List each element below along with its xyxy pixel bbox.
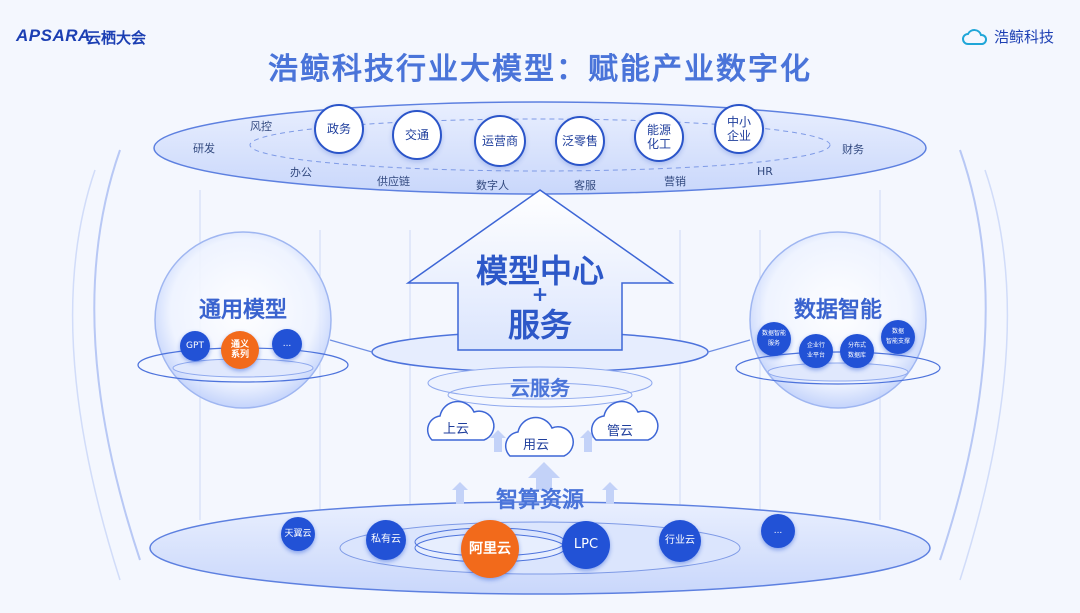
general-model-gpt: GPT bbox=[180, 331, 210, 361]
infra-industry-cloud: 行业云 bbox=[659, 520, 701, 562]
cloud-management-label: 管云 bbox=[606, 424, 633, 439]
industry-transportation: 交通 bbox=[392, 110, 442, 160]
data-intelligence-title: 数据智能 bbox=[793, 298, 882, 323]
service-label: 服务 bbox=[507, 306, 572, 344]
infra-alibaba-cloud: 阿里云 bbox=[461, 520, 519, 578]
cloud-migration-label: 上云 bbox=[442, 422, 469, 437]
function-label-office: 办公 bbox=[290, 166, 312, 179]
cloud-logo-icon bbox=[962, 28, 987, 45]
general-model-tongyi: 通义 系列 bbox=[221, 331, 259, 369]
industry-telecom: 运营商 bbox=[474, 115, 526, 167]
page-title: 浩鲸科技行业大模型：赋能产业数字化 bbox=[268, 52, 812, 87]
function-label-customer-service: 客服 bbox=[574, 179, 596, 192]
company-logo: 浩鲸科技 bbox=[962, 26, 1054, 47]
cloud-service-label: 云服务 bbox=[510, 376, 570, 400]
infra-private-cloud: 私有云 bbox=[366, 520, 406, 560]
infra-more: ... bbox=[761, 514, 795, 548]
industry-government: 政务 bbox=[314, 104, 364, 154]
function-label-supply-chain: 供应链 bbox=[377, 175, 410, 188]
function-label-digital-human: 数字人 bbox=[476, 179, 509, 192]
industry-retail: 泛零售 bbox=[555, 116, 605, 166]
infra-lpc: LPC bbox=[562, 521, 610, 569]
compute-resources-label: 智算资源 bbox=[495, 488, 584, 513]
data-intelligence-item-4: 数据 智能支撑 bbox=[881, 320, 915, 354]
function-label-marketing: 营销 bbox=[664, 175, 686, 188]
apsara-logo: APSARA bbox=[16, 26, 91, 45]
cloud-usage-label: 用云 bbox=[522, 438, 549, 453]
data-intelligence-item-1: 数据智能 服务 bbox=[757, 322, 791, 356]
function-label-rnd: 研发 bbox=[193, 142, 215, 155]
infra-tianyi-cloud: 天翼云 bbox=[281, 517, 315, 551]
function-label-hr: HR bbox=[757, 165, 773, 178]
plus-sign: + bbox=[531, 282, 549, 306]
company-logo-text: 浩鲸科技 bbox=[993, 28, 1054, 46]
industry-sme: 中小 企业 bbox=[714, 104, 764, 154]
general-model-more: ... bbox=[272, 329, 302, 359]
function-label-finance: 财务 bbox=[842, 143, 864, 156]
function-label-risk-control: 风控 bbox=[250, 120, 272, 133]
model-center-label: 模型中心 bbox=[475, 252, 604, 290]
data-intelligence-item-2: 企业行 业平台 bbox=[799, 334, 833, 368]
general-model-title: 通用模型 bbox=[198, 298, 287, 323]
apsara-event-name: 云栖大会 bbox=[86, 29, 147, 47]
industry-energy-chemical: 能源 化工 bbox=[634, 112, 684, 162]
data-intelligence-item-3: 分布式 数据库 bbox=[840, 334, 874, 368]
